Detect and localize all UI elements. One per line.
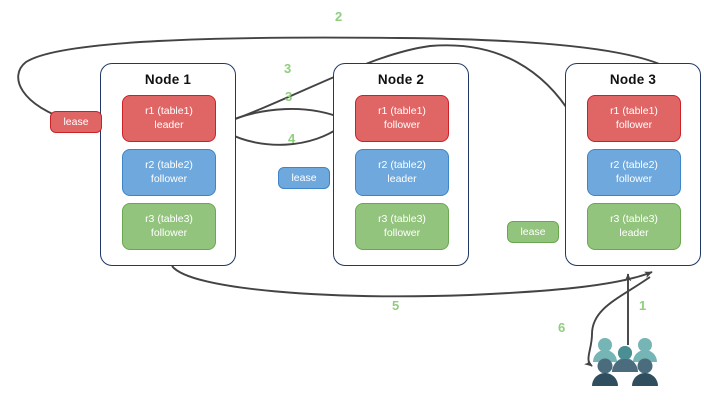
replica-name: r1 (table1): [145, 105, 193, 117]
replica-r3[interactable]: r3 (table3) follower: [355, 203, 449, 250]
users-group-icon: [592, 338, 658, 386]
replica-r3[interactable]: r3 (table3) leader: [587, 203, 681, 250]
arrow-step-5: [171, 265, 653, 298]
step-label-2: 2: [335, 9, 343, 24]
replica-name: r2 (table2): [610, 159, 658, 171]
arrow-step-3-to-node2: [221, 108, 345, 125]
replica-role: follower: [383, 226, 421, 239]
lease-badge-r1[interactable]: lease: [50, 111, 102, 133]
step-label-6: 6: [558, 320, 566, 335]
replica-role: leader: [387, 172, 417, 185]
node-title: Node 1: [144, 72, 192, 87]
replica-r3[interactable]: r3 (table3) follower: [122, 203, 216, 250]
replica-name: r2 (table2): [378, 159, 426, 171]
lease-badge-r2[interactable]: lease: [278, 167, 330, 189]
replica-r2[interactable]: r2 (table2) follower: [122, 149, 216, 196]
step-label-4: 4: [288, 131, 296, 146]
lease-badge-r3[interactable]: lease: [507, 221, 559, 243]
replica-role: follower: [615, 172, 653, 185]
replica-name: r1 (table1): [610, 105, 658, 117]
replica-name: r3 (table3): [145, 213, 193, 225]
replica-name: r2 (table2): [145, 159, 193, 171]
replica-r2[interactable]: r2 (table2) leader: [355, 149, 449, 196]
step-label-1: 1: [639, 298, 647, 313]
replica-r1[interactable]: r1 (table1) leader: [122, 95, 216, 142]
replica-r2[interactable]: r2 (table2) follower: [587, 149, 681, 196]
replica-name: r3 (table3): [610, 213, 658, 225]
replica-r1[interactable]: r1 (table1) follower: [587, 95, 681, 142]
replica-role: leader: [619, 226, 649, 239]
replica-name: r3 (table3): [378, 213, 426, 225]
node-card-3[interactable]: Node 3 r1 (table1) follower r2 (table2) …: [565, 63, 701, 266]
replica-role: follower: [615, 118, 653, 131]
step-label-3b: 3: [285, 89, 293, 104]
node-title: Node 3: [609, 72, 657, 87]
step-label-5: 5: [392, 298, 400, 313]
replica-name: r1 (table1): [378, 105, 426, 117]
node-card-1[interactable]: Node 1 r1 (table1) leader r2 (table2) fo…: [100, 63, 236, 266]
replica-r1[interactable]: r1 (table1) follower: [355, 95, 449, 142]
replica-role: follower: [150, 226, 188, 239]
replica-role: follower: [150, 172, 188, 185]
node-title: Node 2: [377, 72, 425, 87]
step-label-3a: 3: [284, 61, 292, 76]
replica-role: leader: [154, 118, 184, 131]
replica-role: follower: [383, 118, 421, 131]
node-card-2[interactable]: Node 2 r1 (table1) follower r2 (table2) …: [333, 63, 469, 266]
arrow-step-4: [227, 123, 345, 146]
